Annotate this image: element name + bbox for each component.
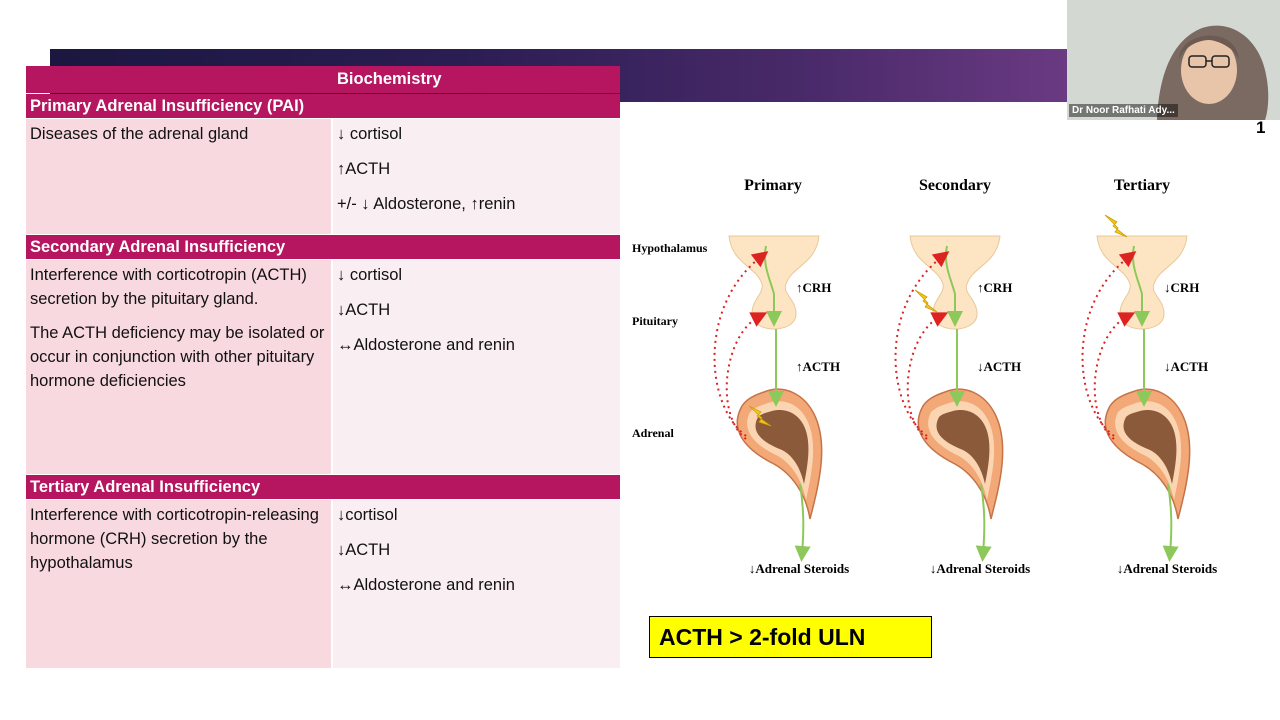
lightning-icon-adrenal bbox=[748, 405, 772, 427]
secondary-biochem-aldosterone: ↔Aldosterone and renin bbox=[337, 336, 515, 354]
secondary-description-2: The ACTH deficiency may be isolated or o… bbox=[30, 324, 325, 390]
slide-page-number: 1 bbox=[1256, 118, 1266, 137]
section-title-secondary: Secondary Adrenal Insufficiency bbox=[26, 235, 620, 259]
video-participant-tile[interactable]: Dr Noor Rafhati Ady... bbox=[1067, 0, 1280, 120]
primary-biochem-acth: ↑ACTH bbox=[337, 160, 391, 178]
tertiary-biochem-acth: ↓ACTH bbox=[337, 541, 391, 559]
label-adrenal: Adrenal bbox=[632, 426, 674, 440]
tertiary-description-cell: Interference with corticotropin-releasin… bbox=[26, 500, 331, 668]
table-header-row: Biochemistry bbox=[26, 66, 620, 93]
tertiary-description: Interference with corticotropin-releasin… bbox=[30, 506, 319, 572]
hpa-axis-diagram: Primary Secondary Tertiary Hypothalamus … bbox=[632, 177, 1217, 576]
secondary-biochem-cortisol: ↓ cortisol bbox=[337, 266, 403, 284]
table-row-secondary: Interference with corticotropin (ACTH) s… bbox=[26, 260, 620, 474]
primary-biochem-cortisol: ↓ cortisol bbox=[337, 125, 403, 143]
participant-name: Dr Noor Rafhati Ady... bbox=[1069, 104, 1178, 117]
lightning-icon-hypothalamus bbox=[1104, 214, 1128, 238]
tertiary-biochem-cortisol: ↓cortisol bbox=[337, 506, 398, 524]
secondary-description-cell: Interference with corticotropin (ACTH) s… bbox=[26, 260, 331, 474]
participant-avatar bbox=[1067, 0, 1280, 120]
secondary-biochem-cell: ↓ cortisol ↓ACTH ↔Aldosterone and renin bbox=[333, 260, 620, 474]
label-hypothalamus: Hypothalamus bbox=[632, 241, 708, 255]
section-title-tertiary: Tertiary Adrenal Insufficiency bbox=[26, 475, 620, 499]
secondary-biochem-acth: ↓ACTH bbox=[337, 301, 391, 319]
column-title-tertiary: Tertiary bbox=[1114, 177, 1170, 194]
acth-uln-callout: ACTH > 2-fold ULN bbox=[649, 616, 932, 658]
section-title-primary: Primary Adrenal Insufficiency (PAI) bbox=[26, 94, 620, 118]
acth-secondary: ↓ACTH bbox=[977, 359, 1021, 374]
secondary-description-1: Interference with corticotropin (ACTH) s… bbox=[30, 266, 307, 308]
header-cell-empty bbox=[26, 66, 331, 93]
acth-tertiary: ↓ACTH bbox=[1164, 359, 1208, 374]
header-cell-biochemistry: Biochemistry bbox=[333, 66, 620, 93]
crh-primary: ↑CRH bbox=[796, 280, 831, 295]
acth-primary: ↑ACTH bbox=[796, 359, 840, 374]
label-pituitary: Pituitary bbox=[632, 314, 678, 328]
column-title-secondary: Secondary bbox=[919, 177, 991, 194]
primary-biochem-aldosterone: +/- ↓ Aldosterone, ↑renin bbox=[337, 195, 516, 213]
table-row-tertiary: Interference with corticotropin-releasin… bbox=[26, 500, 620, 668]
column-title-primary: Primary bbox=[744, 177, 802, 194]
primary-description-cell: Diseases of the adrenal gland bbox=[26, 119, 331, 234]
crh-secondary: ↑CRH bbox=[977, 280, 1012, 295]
primary-description: Diseases of the adrenal gland bbox=[30, 125, 249, 143]
table-row-primary: Diseases of the adrenal gland ↓ cortisol… bbox=[26, 119, 620, 234]
steroids-tertiary: ↓Adrenal Steroids bbox=[1117, 561, 1217, 576]
tertiary-biochem-cell: ↓cortisol ↓ACTH ↔Aldosterone and renin bbox=[333, 500, 620, 668]
primary-biochem-cell: ↓ cortisol ↑ACTH +/- ↓ Aldosterone, ↑ren… bbox=[333, 119, 620, 234]
steroids-secondary: ↓Adrenal Steroids bbox=[930, 561, 1030, 576]
crh-tertiary: ↓CRH bbox=[1164, 280, 1199, 295]
tertiary-biochem-aldosterone: ↔Aldosterone and renin bbox=[337, 576, 515, 594]
lightning-icon-pituitary bbox=[914, 289, 938, 313]
steroids-primary: ↓Adrenal Steroids bbox=[749, 561, 849, 576]
